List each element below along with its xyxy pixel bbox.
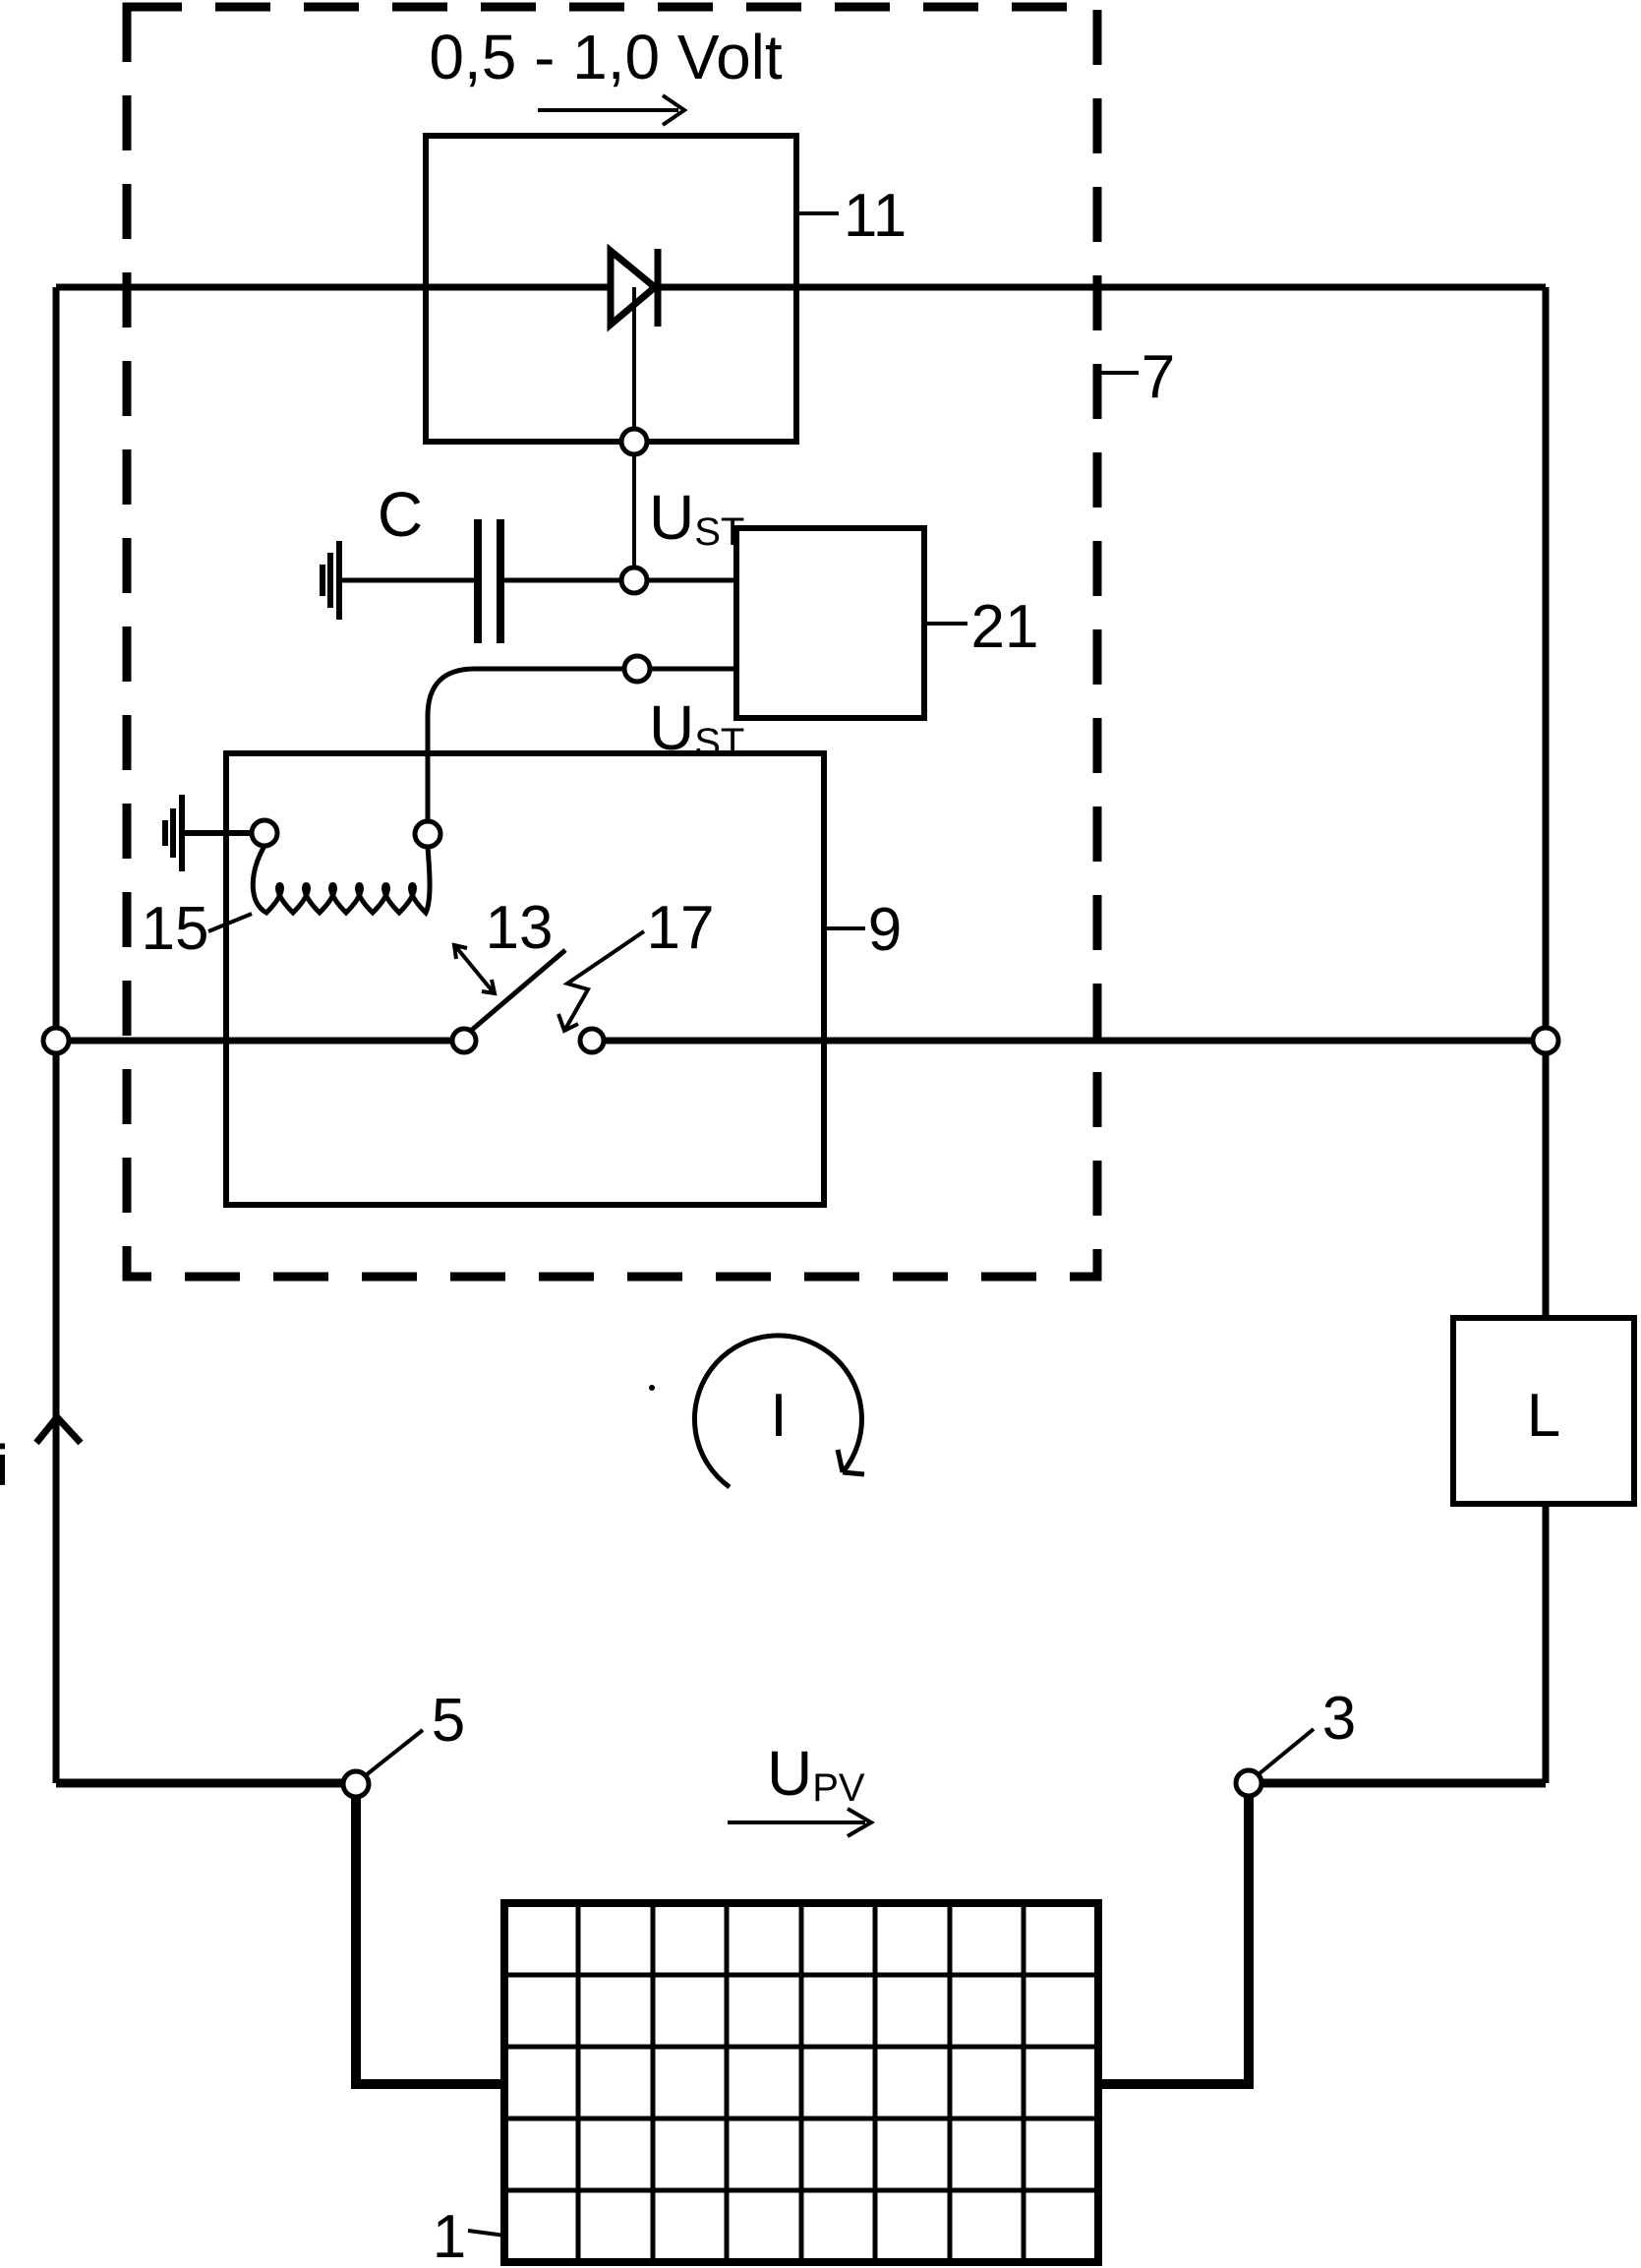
node-switch-line-right: [1533, 1028, 1558, 1053]
upv-base: U: [767, 1738, 812, 1809]
switch-blade-icon: [472, 950, 565, 1030]
arc-strike-arrow-icon: [558, 931, 644, 1031]
node-coil-left: [252, 820, 277, 846]
upv-direction-arrow-icon: [728, 1809, 871, 1836]
ref-tick-15: [208, 914, 252, 931]
node-terminal-5: [343, 1771, 369, 1797]
node-control-lower: [624, 656, 650, 682]
capacitor-icon: [478, 519, 500, 643]
voltage-range-label: 0,5 - 1,0 Volt: [429, 22, 783, 92]
ref-label-13: 13: [486, 894, 554, 962]
upv-label: UPV: [767, 1738, 865, 1810]
ref-label-5: 5: [432, 1687, 465, 1755]
solar-panel: [504, 1903, 1098, 2262]
panel-lead-right: [1096, 1796, 1249, 2084]
upv-sub: PV: [812, 1766, 865, 1810]
load-label: L: [1527, 1382, 1560, 1450]
line-current-label: i: [0, 1434, 9, 1498]
wire-coil-feed: [428, 669, 624, 821]
ref-label-11: 11: [844, 182, 907, 250]
ref-label-17: 17: [647, 894, 715, 962]
voltage-direction-arrow-icon: [538, 95, 684, 125]
ground-icon: [322, 541, 339, 620]
ust-upper-sub: ST: [694, 510, 744, 554]
ref-label-1: 1: [433, 2203, 466, 2268]
node-terminal-3: [1236, 1770, 1261, 1796]
relay-coil-icon: [253, 846, 430, 913]
ust-upper-label: UST: [649, 482, 744, 554]
node-capacitor-junction: [621, 567, 647, 593]
ref-label-7: 7: [1142, 343, 1175, 411]
ref-label-15: 15: [142, 895, 209, 963]
ref-label-9: 9: [868, 896, 902, 964]
node-converter-bottom: [621, 429, 647, 454]
relay-box: [226, 753, 824, 1205]
control-box: [736, 528, 924, 718]
switch-contact-left: [452, 1029, 476, 1052]
ref-tick-3: [1259, 1729, 1314, 1774]
stray-dot: [649, 1385, 655, 1391]
connection-nodes: [43, 429, 1558, 1797]
ref-tick-1: [468, 2231, 505, 2236]
ground-icon: [165, 795, 182, 871]
node-coil-right: [415, 821, 440, 847]
node-switch-line-left: [43, 1028, 69, 1053]
outer-circuit-wires: [56, 287, 1546, 1783]
dashed-boundary: [127, 7, 1097, 1277]
loop-current-label: I: [770, 1382, 787, 1450]
switch-contact-right: [580, 1029, 604, 1052]
ref-label-3: 3: [1322, 1685, 1356, 1753]
ust-lower-sub: ST: [694, 721, 744, 764]
ust-upper-base: U: [649, 482, 694, 553]
ref-tick-5: [366, 1730, 423, 1775]
panel-lead-left: [356, 1796, 506, 2084]
capacitor-label: C: [378, 479, 423, 550]
ref-label-21: 21: [971, 593, 1039, 661]
